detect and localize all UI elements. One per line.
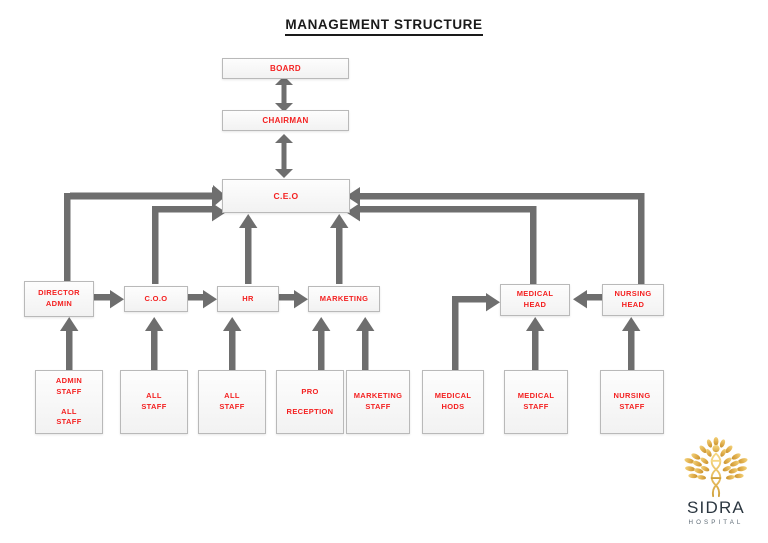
node-coo[interactable]: C.O.O: [124, 286, 188, 312]
node-pro-reception-line2: RECEPTION: [286, 406, 334, 416]
node-medical-hods-label: MEDICAL HODS: [434, 391, 472, 411]
logo-name: SIDRA: [687, 498, 745, 517]
logo-subtitle: HOSPITAL: [688, 519, 744, 526]
node-medical-head-line1: MEDICAL: [516, 289, 554, 299]
node-nursing-head[interactable]: NURSING HEAD: [602, 284, 664, 316]
node-all-staff-1-label: ALL STAFF: [141, 391, 167, 411]
edge-director-admin-ceo: [64, 185, 226, 283]
node-coo-label: C.O.O: [144, 293, 168, 303]
node-ceo-label: C.E.O: [273, 190, 299, 201]
node-hr[interactable]: HR: [217, 286, 279, 312]
node-medical-staff-label: MEDICAL STAFF: [517, 391, 555, 411]
node-medical-head[interactable]: MEDICAL HEAD: [500, 284, 570, 316]
edge-admin-staff-director-admin: [60, 317, 79, 370]
sidra-hospital-logo: SIDRA HOSPITAL: [670, 437, 762, 537]
node-all-staff-2-label: ALL STAFF: [219, 391, 245, 411]
page-title: MANAGEMENT STRUCTURE: [0, 17, 768, 36]
edge-medical-staff-medical-head: [526, 317, 545, 370]
node-pro-reception-line1: PRO: [301, 386, 319, 396]
node-nursing-staff[interactable]: NURSING STAFF: [600, 370, 664, 434]
node-all-staff-2[interactable]: ALL STAFF: [198, 370, 266, 434]
node-director-admin-line2: ADMIN: [45, 299, 73, 308]
edge-hr-ceo: [239, 214, 258, 284]
node-marketing-staff[interactable]: MARKETING STAFF: [346, 370, 410, 434]
edge-marketing-staff-marketing: [356, 317, 375, 370]
edge-nursing-head-ceo: [346, 187, 645, 285]
node-nursing-head-line1: NURSING: [614, 289, 652, 299]
node-admin-staff[interactable]: ADMIN STAFF ALL STAFF: [35, 370, 103, 434]
edge-nursing-staff-nursing-head: [622, 317, 641, 370]
node-all-staff-1[interactable]: ALL STAFF: [120, 370, 188, 434]
edge-marketing-ceo: [330, 214, 349, 284]
node-director-admin[interactable]: DIRECTOR ADMIN: [24, 281, 94, 317]
edge-director-admin-coo: [93, 290, 124, 309]
node-admin-staff-line1: ADMIN STAFF: [55, 375, 83, 396]
edge-board-chairman: [275, 76, 293, 112]
page-title-text: MANAGEMENT STRUCTURE: [285, 17, 483, 36]
node-director-admin-line1: DIRECTOR: [38, 288, 80, 298]
node-chairman-label: CHAIRMAN: [262, 115, 309, 125]
edge-medical-hods-medical-head: [452, 293, 500, 370]
edge-pro-reception-marketing: [312, 317, 331, 370]
node-nursing-staff-label: NURSING STAFF: [613, 391, 651, 411]
node-chairman[interactable]: CHAIRMAN: [222, 110, 349, 131]
edge-coo-hr: [188, 290, 217, 309]
tree-dna-icon: [684, 437, 748, 498]
node-ceo[interactable]: C.E.O: [222, 179, 350, 213]
node-pro-reception[interactable]: PRO RECEPTION: [276, 370, 344, 434]
node-marketing[interactable]: MARKETING: [308, 286, 380, 312]
node-board[interactable]: BOARD: [222, 58, 349, 79]
node-hr-label: HR: [242, 293, 254, 303]
node-medical-hods[interactable]: MEDICAL HODS: [422, 370, 484, 434]
node-marketing-staff-label: MARKETING STAFF: [353, 391, 403, 411]
edge-all-staff-2-hr: [223, 317, 242, 370]
node-medical-staff[interactable]: MEDICAL STAFF: [504, 370, 568, 434]
node-medical-head-line2: HEAD: [523, 300, 547, 309]
node-marketing-label: MARKETING: [319, 293, 369, 303]
edge-nursing-head-medical-head: [573, 290, 602, 309]
edge-all-staff-1-coo: [145, 317, 164, 370]
edge-chairman-ceo: [275, 134, 293, 178]
edge-coo-ceo: [152, 203, 226, 284]
edge-director-admin-ceo-stem: [64, 187, 226, 285]
node-board-label: BOARD: [269, 63, 302, 73]
edge-hr-marketing: [279, 290, 308, 309]
node-nursing-head-line2: HEAD: [621, 300, 645, 309]
edge-medical-head-ceo: [346, 203, 537, 284]
node-admin-staff-line2: ALL STAFF: [56, 406, 82, 427]
